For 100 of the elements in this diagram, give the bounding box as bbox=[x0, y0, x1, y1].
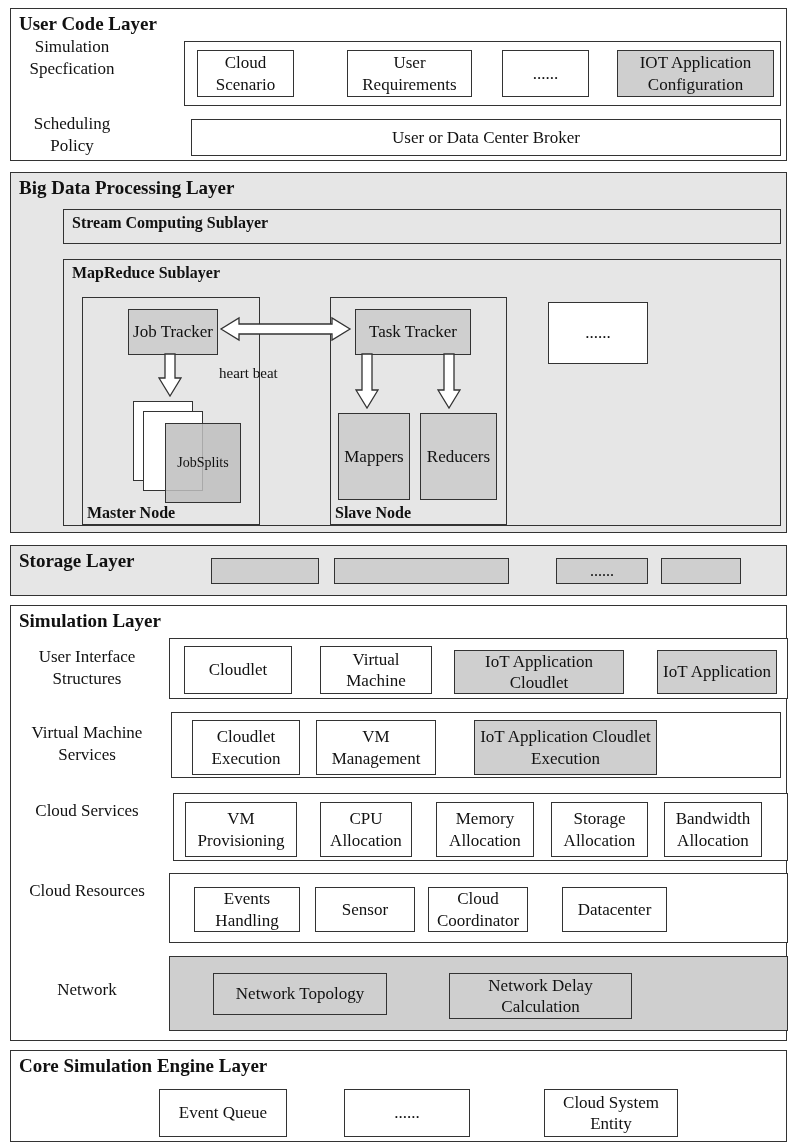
box-label: Sensor bbox=[341, 898, 389, 921]
panel-title: MapReduce Sublayer bbox=[72, 264, 220, 282]
component-box bbox=[420, 413, 497, 500]
panel-title: Slave Node bbox=[335, 504, 411, 522]
box-label: User or Data Center Broker bbox=[392, 126, 580, 149]
layer-title: User Code Layer bbox=[19, 13, 157, 35]
layer-title: Big Data Processing Layer bbox=[19, 177, 235, 199]
layer-panel bbox=[10, 1050, 787, 1142]
box-label: ...... bbox=[585, 322, 611, 344]
component-box bbox=[185, 802, 297, 857]
row-heading: Network bbox=[56, 979, 118, 1001]
component-box bbox=[320, 646, 432, 694]
box-label: ...... bbox=[590, 561, 614, 581]
box-label: Job Tracker bbox=[133, 321, 213, 343]
layer-title: Storage Layer bbox=[19, 550, 135, 572]
sublayer-panel bbox=[63, 259, 781, 526]
group-frame bbox=[184, 41, 781, 106]
box-label: IOT Application Configuration bbox=[638, 52, 753, 95]
component-box bbox=[454, 650, 624, 694]
group-frame bbox=[171, 712, 781, 778]
node-panel bbox=[330, 297, 507, 525]
layer-panel bbox=[10, 8, 787, 161]
panel-title: Master Node bbox=[87, 504, 176, 522]
row-heading: Virtual Machine Services bbox=[30, 722, 144, 767]
box-label: Virtual Machine bbox=[345, 648, 407, 692]
group-frame bbox=[169, 873, 788, 943]
component-box bbox=[436, 802, 534, 857]
box-label: Bandwidth Allocation bbox=[674, 808, 752, 851]
component-box bbox=[548, 302, 648, 364]
component-box bbox=[194, 887, 300, 932]
component-box bbox=[315, 887, 415, 932]
block-arrow bbox=[354, 353, 380, 410]
box-label: ...... bbox=[394, 1102, 420, 1124]
component-box bbox=[657, 650, 777, 694]
box-label: ...... bbox=[532, 62, 559, 85]
box-label: Events Handling bbox=[214, 888, 280, 931]
component-box bbox=[159, 1089, 287, 1137]
component-box bbox=[184, 646, 292, 694]
box-label: Cloudlet bbox=[208, 659, 268, 681]
component-box bbox=[334, 558, 509, 584]
box-label: Storage Allocation bbox=[562, 808, 637, 851]
box-label: VM Provisioning bbox=[196, 808, 286, 851]
component-box bbox=[192, 720, 300, 775]
box-label: Cloud Scenario bbox=[214, 52, 277, 95]
component-box bbox=[661, 558, 741, 584]
box-label: JobSplits bbox=[177, 454, 229, 472]
component-box bbox=[213, 973, 387, 1015]
box-label: Mappers bbox=[344, 445, 404, 468]
group-frame bbox=[173, 793, 788, 861]
component-box bbox=[556, 558, 648, 584]
group-frame bbox=[169, 956, 788, 1031]
layer-title: Simulation Layer bbox=[19, 610, 161, 632]
row-heading: Cloud Resources bbox=[28, 880, 146, 902]
box-label: Network Delay Calculation bbox=[487, 974, 594, 1018]
row-heading: Simulation Specfication bbox=[28, 36, 116, 81]
box-label: Cloud System Entity bbox=[562, 1091, 660, 1135]
component-box bbox=[617, 50, 774, 97]
row-heading: Scheduling Policy bbox=[32, 113, 112, 158]
box-label: User Requirements bbox=[361, 52, 458, 95]
row-heading: User Interface Structures bbox=[37, 646, 137, 691]
component-box bbox=[474, 720, 657, 775]
box-label: Memory Allocation bbox=[448, 808, 522, 851]
layer-panel bbox=[10, 605, 787, 1041]
component-box bbox=[338, 413, 410, 500]
component-box bbox=[544, 1089, 678, 1137]
box-label: CPU Allocation bbox=[329, 808, 403, 851]
component-box bbox=[197, 50, 294, 97]
box-label: IoT Application Cloudlet bbox=[484, 650, 594, 694]
box-label: Task Tracker bbox=[368, 321, 457, 343]
sublayer-panel bbox=[63, 209, 781, 244]
component-box bbox=[428, 887, 528, 932]
component-box bbox=[211, 558, 319, 584]
box-label: Cloud Coordinator bbox=[435, 888, 521, 931]
component-box bbox=[316, 720, 436, 775]
component-box bbox=[664, 802, 762, 857]
component-box bbox=[449, 973, 632, 1019]
box-label: Reducers bbox=[426, 445, 491, 468]
component-box bbox=[320, 802, 412, 857]
component-box bbox=[355, 309, 471, 355]
layer-title: Core Simulation Engine Layer bbox=[19, 1055, 268, 1077]
component-box bbox=[128, 309, 218, 355]
block-arrow bbox=[436, 353, 462, 410]
box-label: Cloudlet Execution bbox=[210, 726, 282, 769]
panel-title: Stream Computing Sublayer bbox=[72, 214, 269, 232]
box-label: Event Queue bbox=[178, 1102, 268, 1124]
component-box bbox=[502, 50, 589, 97]
document-stack bbox=[133, 401, 241, 503]
box-label: Network Topology bbox=[235, 983, 365, 1005]
box-label: IoT Application Cloudlet Execution bbox=[479, 726, 652, 769]
layer-panel bbox=[10, 172, 787, 533]
group-frame bbox=[169, 638, 788, 699]
component-box bbox=[562, 887, 667, 932]
box-label: VM Management bbox=[330, 726, 422, 769]
block-arrow bbox=[219, 316, 352, 342]
row-heading: Cloud Services bbox=[34, 800, 140, 822]
box-label: IoT Application bbox=[663, 661, 771, 683]
component-box bbox=[551, 802, 648, 857]
component-box bbox=[344, 1089, 470, 1137]
box-label: Datacenter bbox=[577, 898, 652, 921]
layer-panel bbox=[10, 545, 787, 596]
